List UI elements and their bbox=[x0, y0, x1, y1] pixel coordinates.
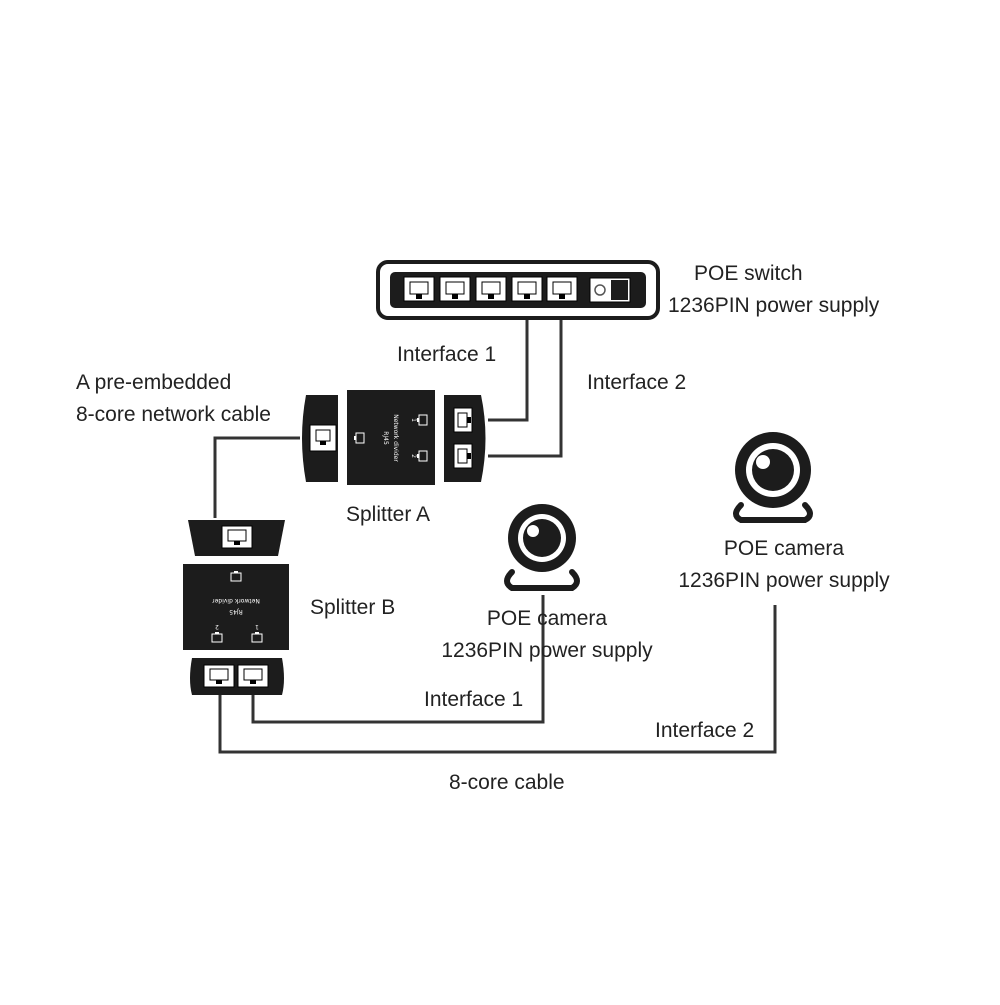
splitter-a-output-port bbox=[453, 443, 473, 469]
camera-right-power: 1236PIN power supply bbox=[678, 569, 890, 592]
splitter-b-label: Splitter B bbox=[310, 596, 396, 619]
splitter-b-port-icon bbox=[230, 571, 242, 582]
switch-port-icon bbox=[546, 276, 578, 302]
poe-switch-label: POE switch 1236PIN power supply bbox=[668, 258, 879, 322]
splitter-b-brand: RJ45 bbox=[229, 608, 243, 615]
splitter-b-body bbox=[183, 564, 289, 650]
wire-splitter-interface-2 bbox=[218, 605, 777, 754]
switch-interface-1-label: Interface 1 bbox=[397, 343, 497, 366]
splitter-b-product: Network divider bbox=[212, 597, 260, 604]
splitter-b-port-1-mark: 1 bbox=[255, 623, 259, 630]
pre-embedded-cable-label: A pre-embedded 8-core network cable bbox=[76, 367, 271, 431]
splitter-a-output-port bbox=[453, 407, 473, 433]
pre-embedded-line-1: A pre-embedded bbox=[76, 371, 232, 394]
camera-icon bbox=[504, 504, 580, 591]
power-jack-icon bbox=[589, 277, 631, 303]
camera-center-power: 1236PIN power supply bbox=[441, 639, 653, 662]
splitter-b-port-2-mark: 2 bbox=[215, 623, 219, 630]
splitter-a-brand: RJ45 bbox=[382, 431, 389, 445]
camera-right-title: POE camera bbox=[723, 537, 845, 560]
poe-switch-power: 1236PIN power supply bbox=[668, 294, 880, 317]
wire-switch-interface-2 bbox=[488, 300, 563, 458]
wire-splitter-interface-1 bbox=[251, 595, 545, 724]
splitter-a-port-1-mark: 1 bbox=[410, 418, 417, 422]
splitter-b-output-port bbox=[237, 664, 269, 688]
splitter-b-port-icon bbox=[251, 632, 263, 643]
switch-port-icon bbox=[439, 276, 471, 302]
splitter-a-label: Splitter A bbox=[346, 503, 431, 526]
switch-interface-2-label: Interface 2 bbox=[587, 371, 687, 394]
camera-right-label: POE camera 1236PIN power supply bbox=[664, 533, 904, 597]
bottom-cable-label: 8-core cable bbox=[449, 771, 565, 794]
splitter-a-port-icon bbox=[417, 450, 428, 462]
splitter-a-port-icon bbox=[417, 414, 428, 426]
wire-pre-embedded-cable bbox=[213, 436, 300, 518]
splitter-b: Network divider RJ45 2 1 bbox=[183, 520, 289, 695]
splitter-interface-2-label: Interface 2 bbox=[655, 719, 755, 742]
wires bbox=[213, 300, 777, 754]
splitter-a-body bbox=[347, 390, 435, 485]
poe-switch bbox=[376, 260, 660, 320]
splitter-a-port-2-mark: 2 bbox=[410, 454, 417, 458]
wire-switch-interface-1 bbox=[488, 300, 529, 422]
splitter-a-port-icon bbox=[354, 432, 365, 444]
switch-port-icon bbox=[403, 276, 435, 302]
camera-center-title: POE camera bbox=[486, 607, 608, 630]
splitter-b-output-port bbox=[203, 664, 235, 688]
splitter-a-product: Network divider bbox=[392, 414, 399, 462]
switch-port-icon bbox=[475, 276, 507, 302]
splitter-b-port-icon bbox=[211, 632, 223, 643]
pre-embedded-line-2: 8-core network cable bbox=[76, 403, 271, 426]
splitter-interface-1-label: Interface 1 bbox=[424, 688, 524, 711]
poe-switch-title: POE switch bbox=[694, 262, 803, 285]
splitter-a: RJ45 Network divider 1 2 bbox=[302, 390, 486, 485]
camera-center-label: POE camera 1236PIN power supply bbox=[427, 603, 667, 667]
switch-port-icon bbox=[511, 276, 543, 302]
camera-icon bbox=[733, 432, 813, 523]
